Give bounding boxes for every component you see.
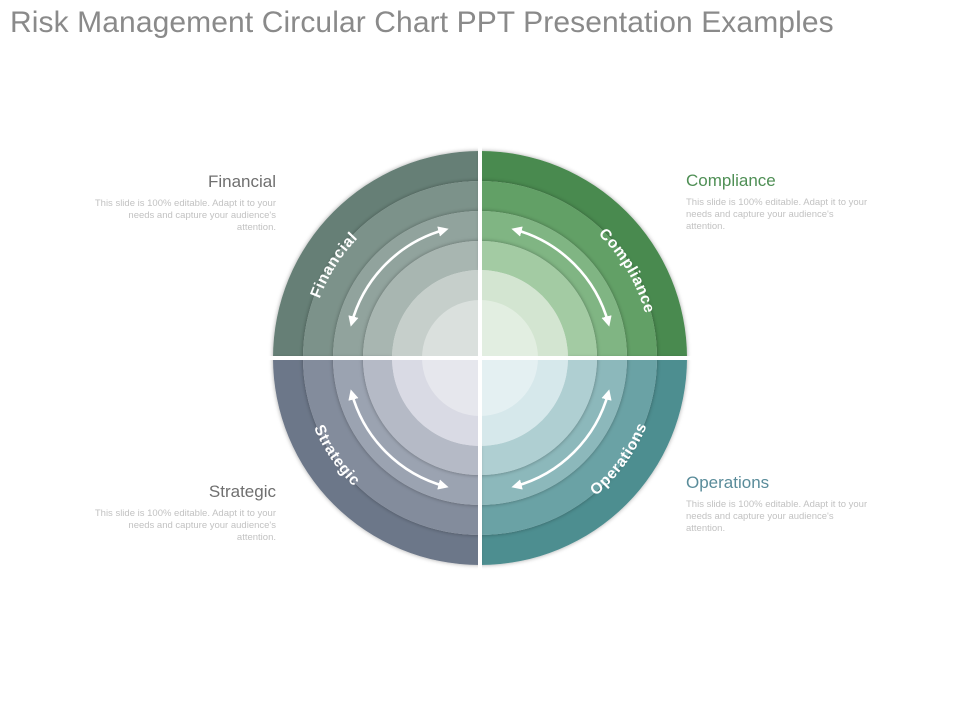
operations-ring-2 bbox=[480, 358, 657, 535]
financial-ring-1 bbox=[273, 151, 480, 358]
callout-compliance-title: Compliance bbox=[686, 171, 776, 190]
strategic-ring-4 bbox=[363, 358, 480, 475]
callout-strategic-body: This slide is 100% editable. Adapt it to… bbox=[94, 508, 276, 543]
financial-ring-2 bbox=[303, 181, 480, 358]
operations-cycle-arrow-icon bbox=[511, 389, 612, 490]
compliance-ring-1 bbox=[480, 151, 687, 358]
callout-operations-title: Operations bbox=[686, 473, 770, 492]
callout-compliance-body: This slide is 100% editable. Adapt it to… bbox=[686, 197, 868, 232]
compliance-cycle-arrow-icon bbox=[511, 226, 612, 327]
callout-operations: Operations This slide is 100% editable. … bbox=[686, 473, 872, 535]
strategic-cycle-arrow-icon bbox=[348, 389, 449, 490]
callout-financial-title: Financial bbox=[207, 172, 276, 191]
financial-ring-4 bbox=[363, 241, 480, 358]
callout-compliance: Compliance This slide is 100% editable. … bbox=[686, 171, 872, 233]
compliance-ring-2 bbox=[480, 181, 657, 358]
slide-title: Risk Management Circular Chart PPT Prese… bbox=[10, 6, 834, 39]
callout-operations-body: This slide is 100% editable. Adapt it to… bbox=[686, 499, 868, 534]
operations-ring-1 bbox=[480, 358, 687, 565]
callout-financial-body: This slide is 100% editable. Adapt it to… bbox=[94, 198, 276, 233]
callout-financial: Financial This slide is 100% editable. A… bbox=[90, 172, 276, 234]
strategic-ring-1 bbox=[273, 358, 480, 565]
operations-ring-4 bbox=[480, 358, 597, 475]
callout-strategic-title: Strategic bbox=[208, 482, 276, 501]
callout-strategic: Strategic This slide is 100% editable. A… bbox=[90, 482, 276, 544]
compliance-ring-4 bbox=[480, 241, 597, 358]
financial-cycle-arrow-icon bbox=[348, 226, 449, 327]
strategic-ring-2 bbox=[303, 358, 480, 535]
